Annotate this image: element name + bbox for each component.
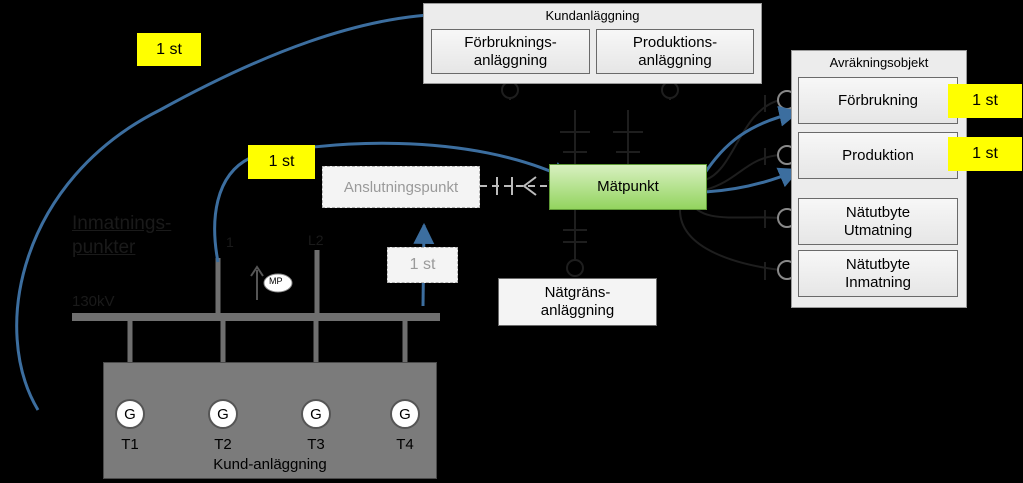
- gen-label-t2: T2: [214, 436, 232, 453]
- produktion-box[interactable]: Produktion: [798, 132, 958, 179]
- badge-faded: 1 st: [387, 247, 458, 283]
- generator-t2[interactable]: G: [208, 399, 238, 429]
- forbrukningsanlaggning-box[interactable]: Förbruknings- anläggning: [431, 29, 590, 74]
- natutbyte-utmatning-box[interactable]: Nätutbyte Utmatning: [798, 198, 958, 245]
- busbar-label: 130kV: [72, 293, 115, 310]
- produktionsanlaggning-box[interactable]: Produktions- anläggning: [596, 29, 754, 74]
- natutbyte-inmatning-box[interactable]: Nätutbyte Inmatning: [798, 250, 958, 297]
- forbrukning-box[interactable]: Förbrukning: [798, 77, 958, 124]
- inmatningspunkter-label: Inmatnings- punkter: [72, 213, 172, 258]
- line-label-l1: 1: [226, 234, 234, 250]
- generator-t4[interactable]: G: [390, 399, 420, 429]
- gen-label-t4: T4: [396, 436, 414, 453]
- anslutningspunkt-box[interactable]: Anslutningspunkt: [322, 166, 480, 208]
- gen-label-t1: T1: [121, 436, 139, 453]
- kund-anlaggning-box: [103, 362, 437, 479]
- badge-mid: 1 st: [248, 145, 315, 179]
- mp-symbol: [250, 265, 293, 300]
- badge-produktion: 1 st: [948, 137, 1022, 171]
- avrakning-title: Avräkningsobjekt: [829, 55, 929, 70]
- generator-t1[interactable]: G: [115, 399, 145, 429]
- generator-t3[interactable]: G: [301, 399, 331, 429]
- badge-forbrukning: 1 st: [948, 84, 1022, 118]
- line-label-l2: L2: [308, 232, 324, 248]
- badge-top: 1 st: [137, 33, 201, 66]
- arrow-produktion: [704, 167, 800, 194]
- kund-anlaggning-label: Kund-anläggning: [213, 456, 327, 473]
- matpunkt-box[interactable]: Mätpunkt: [549, 164, 707, 210]
- gen-label-t3: T3: [307, 436, 325, 453]
- kundanlaggning-title: Kundanläggning: [545, 8, 640, 23]
- natgrans-box[interactable]: Nätgräns- anläggning: [498, 278, 657, 326]
- busbar: [72, 313, 440, 321]
- mp-label: MP: [269, 276, 283, 286]
- anslutning-link: [480, 176, 550, 196]
